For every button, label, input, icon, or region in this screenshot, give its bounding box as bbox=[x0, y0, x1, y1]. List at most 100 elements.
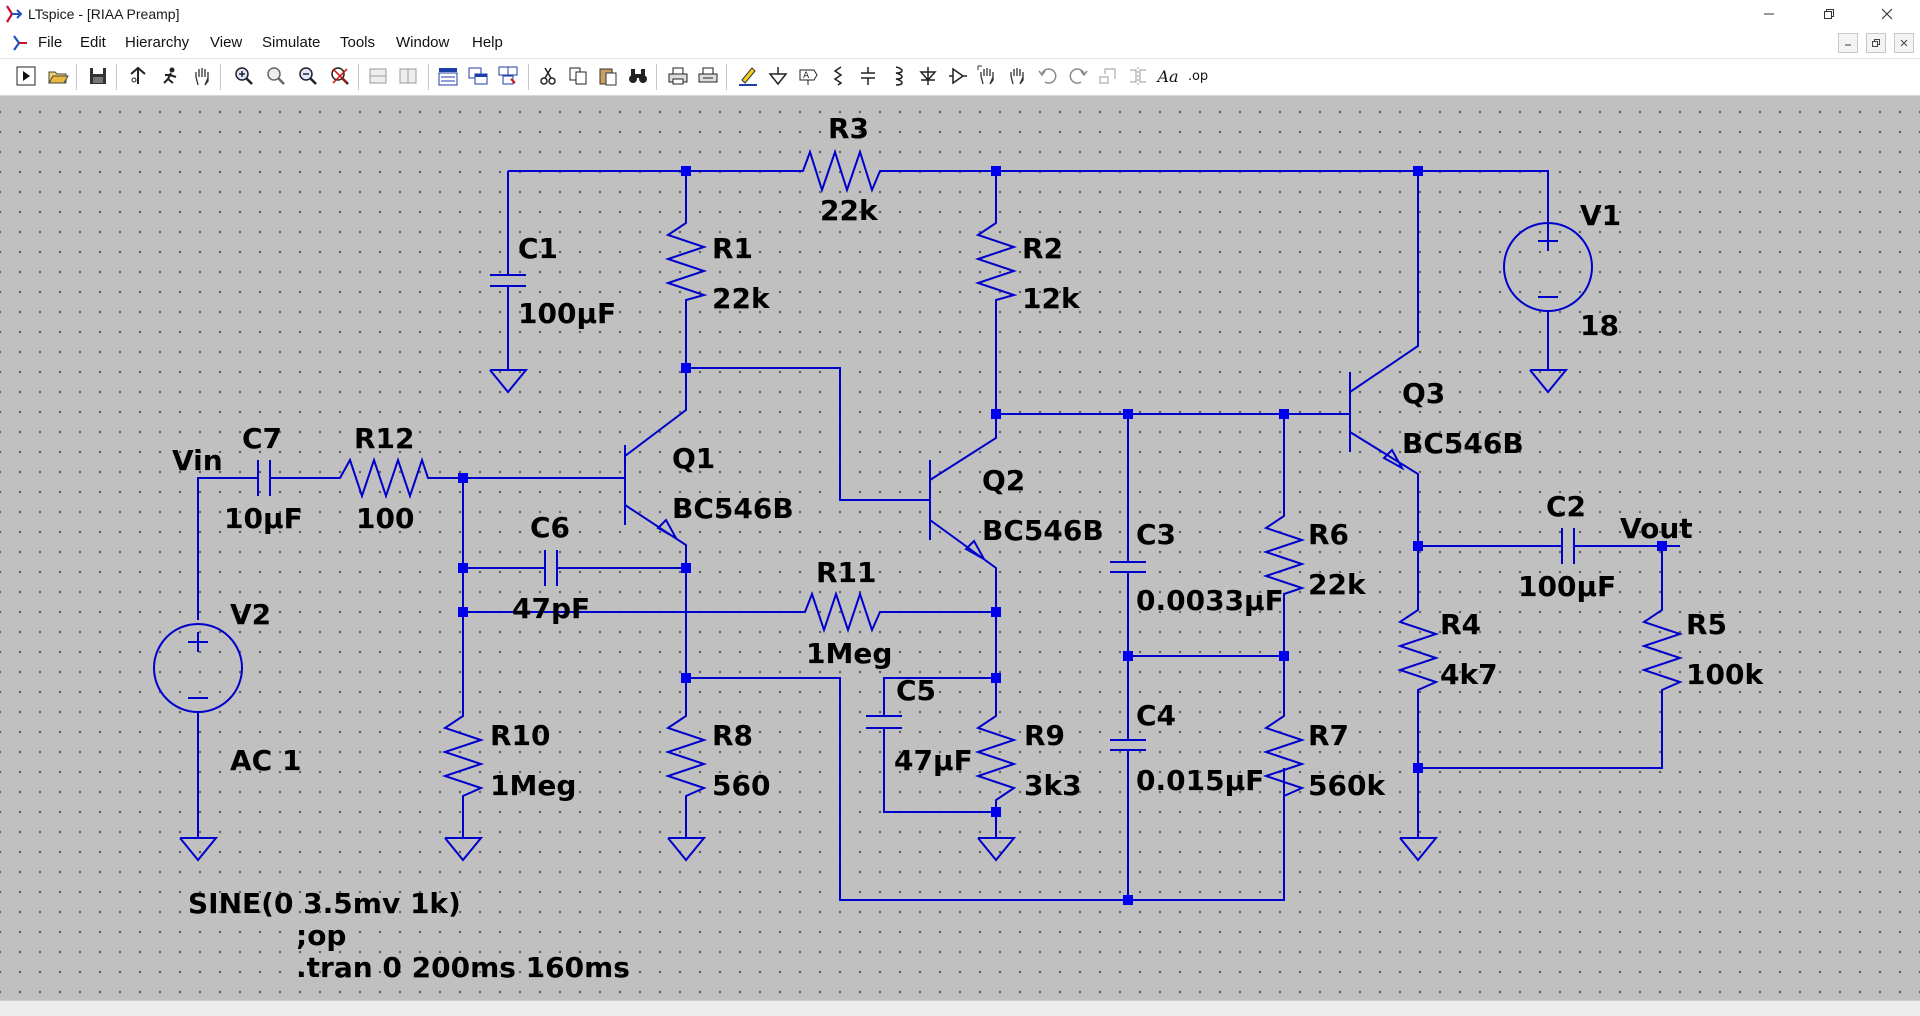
capacitor-c2[interactable] bbox=[1418, 528, 1680, 564]
menu-window[interactable]: Window bbox=[396, 34, 450, 51]
zoom-area-icon bbox=[267, 67, 285, 85]
save-button[interactable] bbox=[84, 62, 112, 90]
drag-button[interactable] bbox=[1004, 62, 1032, 90]
menu-edit[interactable]: Edit bbox=[80, 34, 106, 51]
run-icon bbox=[16, 66, 36, 86]
transistor-q3[interactable] bbox=[1349, 171, 1419, 546]
cut-button[interactable] bbox=[534, 62, 562, 90]
zoom-fit-button[interactable] bbox=[326, 62, 354, 90]
open-button[interactable] bbox=[44, 62, 72, 90]
source-directive[interactable]: SINE(0 3.5mv 1k) bbox=[188, 887, 461, 920]
cascade-button[interactable] bbox=[434, 62, 462, 90]
resistor-r7[interactable] bbox=[1262, 656, 1306, 798]
menu-hierarchy[interactable]: Hierarchy bbox=[125, 34, 190, 51]
draw-wire-button[interactable] bbox=[734, 62, 762, 90]
text-button[interactable]: Aa bbox=[1154, 62, 1182, 90]
junction bbox=[1123, 895, 1133, 905]
v2-polarity bbox=[188, 632, 208, 699]
c2-value: 100µF bbox=[1518, 570, 1616, 603]
redo-button[interactable] bbox=[1064, 62, 1092, 90]
zoom-in-icon bbox=[235, 67, 253, 85]
resistor-r2[interactable] bbox=[974, 171, 1018, 414]
close-icon bbox=[1900, 39, 1908, 47]
tran-directive[interactable]: .tran 0 200ms 160ms bbox=[296, 951, 630, 984]
transistor-q1[interactable] bbox=[624, 445, 687, 568]
print-button[interactable] bbox=[664, 62, 692, 90]
resistor-r1[interactable] bbox=[664, 186, 708, 368]
pan-button[interactable] bbox=[188, 62, 216, 90]
halt-button[interactable] bbox=[156, 62, 184, 90]
zoom-area-button[interactable] bbox=[262, 62, 290, 90]
restore-button[interactable] bbox=[1806, 0, 1852, 28]
resistor-r5[interactable] bbox=[1418, 546, 1684, 769]
wire-v2-gnd[interactable] bbox=[179, 712, 219, 862]
capacitor-c6[interactable] bbox=[463, 550, 686, 586]
print-setup-icon bbox=[698, 67, 718, 83]
control-panel-button[interactable] bbox=[124, 62, 152, 90]
ground-button[interactable] bbox=[764, 62, 792, 90]
menu-tools[interactable]: Tools bbox=[340, 34, 376, 51]
diode-button[interactable] bbox=[914, 62, 942, 90]
find-button[interactable] bbox=[624, 62, 652, 90]
minimize-button[interactable] bbox=[1746, 0, 1792, 28]
wire-feedback[interactable] bbox=[686, 677, 1285, 901]
undo-button[interactable] bbox=[1034, 62, 1062, 90]
c3-name: C3 bbox=[1136, 518, 1176, 551]
resistor-r4[interactable] bbox=[1396, 546, 1440, 862]
capacitor-button[interactable] bbox=[854, 62, 882, 90]
mirror-button[interactable] bbox=[1124, 62, 1152, 90]
q3-name: Q3 bbox=[1402, 377, 1445, 410]
resistor-r8[interactable] bbox=[664, 568, 708, 862]
mdi-minimize-button[interactable] bbox=[1838, 33, 1858, 53]
wire-v1-gnd[interactable] bbox=[1529, 311, 1569, 394]
menu-simulate[interactable]: Simulate bbox=[262, 34, 321, 51]
tile-horizontal-button[interactable] bbox=[364, 62, 392, 90]
resistor-r9[interactable] bbox=[974, 678, 1018, 862]
wire-q1-collector[interactable] bbox=[624, 367, 930, 501]
schematic-canvas[interactable]: R3 22k C1 100µF R1 22k R2 12k V1 18 Q1 B… bbox=[0, 96, 1920, 1000]
component-button[interactable] bbox=[944, 62, 972, 90]
junction bbox=[681, 363, 691, 373]
zoom-in-button[interactable] bbox=[230, 62, 258, 90]
inductor-icon bbox=[895, 66, 903, 86]
menu-help[interactable]: Help bbox=[472, 34, 503, 51]
tile-vertical-button[interactable] bbox=[394, 62, 422, 90]
junction bbox=[991, 673, 1001, 683]
r3-name: R3 bbox=[828, 112, 869, 145]
capacitor-c3[interactable] bbox=[1110, 414, 1146, 656]
menu-view[interactable]: View bbox=[210, 34, 243, 51]
copy-button[interactable] bbox=[564, 62, 592, 90]
resistor-r11[interactable] bbox=[463, 590, 996, 634]
rotate-button[interactable] bbox=[1094, 62, 1122, 90]
c6-name: C6 bbox=[530, 511, 570, 544]
mdi-restore-button[interactable] bbox=[1866, 33, 1886, 53]
wire-top-left[interactable] bbox=[508, 148, 1549, 235]
mdi-close-button[interactable] bbox=[1894, 33, 1914, 53]
label-net-button[interactable]: A bbox=[794, 62, 822, 90]
q2-value: BC546B bbox=[982, 514, 1104, 547]
spice-directive-button[interactable]: .op bbox=[1184, 62, 1212, 90]
close-button[interactable] bbox=[1864, 0, 1910, 28]
junction bbox=[681, 166, 691, 176]
ground-icon bbox=[768, 67, 788, 86]
close-all-button[interactable] bbox=[464, 62, 492, 90]
r8-value: 560 bbox=[712, 769, 770, 802]
wire-r10-node[interactable] bbox=[441, 478, 485, 862]
transistor-q2[interactable] bbox=[929, 414, 997, 612]
print-setup-button[interactable] bbox=[694, 62, 722, 90]
wire-vin[interactable] bbox=[197, 456, 625, 620]
wire-c1[interactable] bbox=[489, 171, 529, 394]
wire-q2-emitter[interactable] bbox=[866, 612, 997, 813]
move-button[interactable] bbox=[974, 62, 1002, 90]
resistor-button[interactable] bbox=[824, 62, 852, 90]
resistor-r6[interactable] bbox=[1262, 414, 1306, 656]
capacitor-c4[interactable] bbox=[1110, 656, 1146, 900]
menu-file[interactable]: File bbox=[38, 34, 63, 51]
zoom-out-button[interactable] bbox=[294, 62, 322, 90]
inductor-button[interactable] bbox=[884, 62, 912, 90]
op-directive[interactable]: ;op bbox=[296, 919, 346, 952]
tile-windows-button[interactable] bbox=[494, 62, 522, 90]
paste-button[interactable] bbox=[594, 62, 622, 90]
cut-icon bbox=[540, 67, 556, 85]
run-button[interactable] bbox=[12, 62, 40, 90]
